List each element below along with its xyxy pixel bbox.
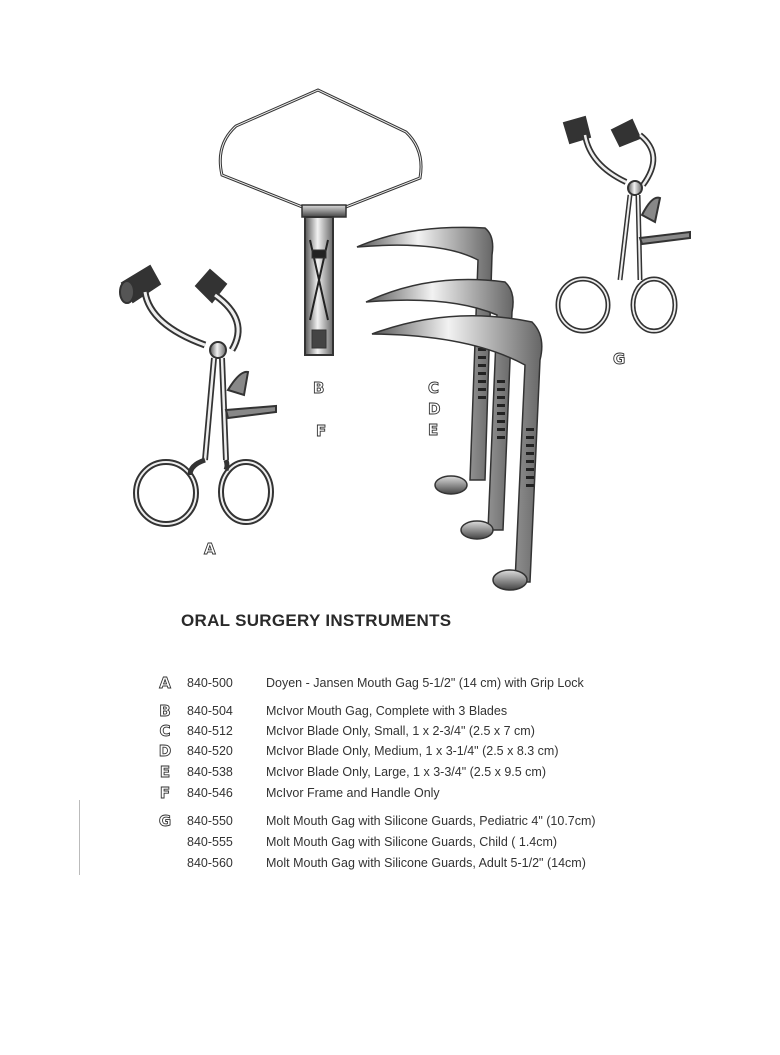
row-letter: G [158,812,172,831]
row-letter: C [159,722,171,741]
figure-label-b: B [313,379,324,397]
row-code: 840-555 [187,835,233,849]
instrument-c-small-blade [356,226,494,495]
instrument-b-mcivor-frame [218,88,423,356]
instrument-a-doyen-jansen-mouth-gag [119,264,277,527]
figure-label-a: A [204,540,216,558]
row-letter: B [159,702,171,721]
row-code: 840-560 [187,856,233,870]
row-code: 840-550 [187,814,233,828]
row-code: 840-546 [187,786,233,800]
row-description: Molt Mouth Gag with Silicone Guards, Chi… [266,835,558,849]
row-code: 840-500 [187,676,233,690]
row-letter: D [158,742,172,761]
margin-line [79,800,80,875]
instrument-d-medium-blade [365,278,514,540]
row-description: Doyen - Jansen Mouth Gag 5-1/2" (14 cm) … [266,676,584,690]
figure-label-g: G [613,350,625,368]
row-letter: E [159,763,171,782]
instrument-e-large-blade [371,314,543,591]
row-description: Molt Mouth Gag with Silicone Guards, Adu… [266,856,586,870]
instrument-g-molt-mouth-gag [555,115,691,334]
row-code: 840-520 [187,744,233,758]
page-title: ORAL SURGERY INSTRUMENTS [181,611,452,630]
row-description: McIvor Blade Only, Medium, 1 x 3-1/4" (2… [266,744,559,758]
row-description: McIvor Blade Only, Small, 1 x 2-3/4" (2.… [266,724,535,738]
row-code: 840-512 [187,724,233,738]
figure-label-d: D [428,400,440,418]
row-description: McIvor Frame and Handle Only [266,786,440,800]
row-code: 840-538 [187,765,233,779]
row-description: Molt Mouth Gag with Silicone Guards, Ped… [266,814,596,828]
figure-label-e: E [428,421,438,439]
row-description: McIvor Mouth Gag, Complete with 3 Blades [266,704,508,718]
row-description: McIvor Blade Only, Large, 1 x 3-3/4" (2.… [266,765,547,779]
figure-label-c: C [428,379,439,397]
row-letter: A [159,674,172,693]
row-code: 840-504 [187,704,233,718]
figure-label-f: F [316,422,326,440]
row-letter: F [159,784,171,803]
